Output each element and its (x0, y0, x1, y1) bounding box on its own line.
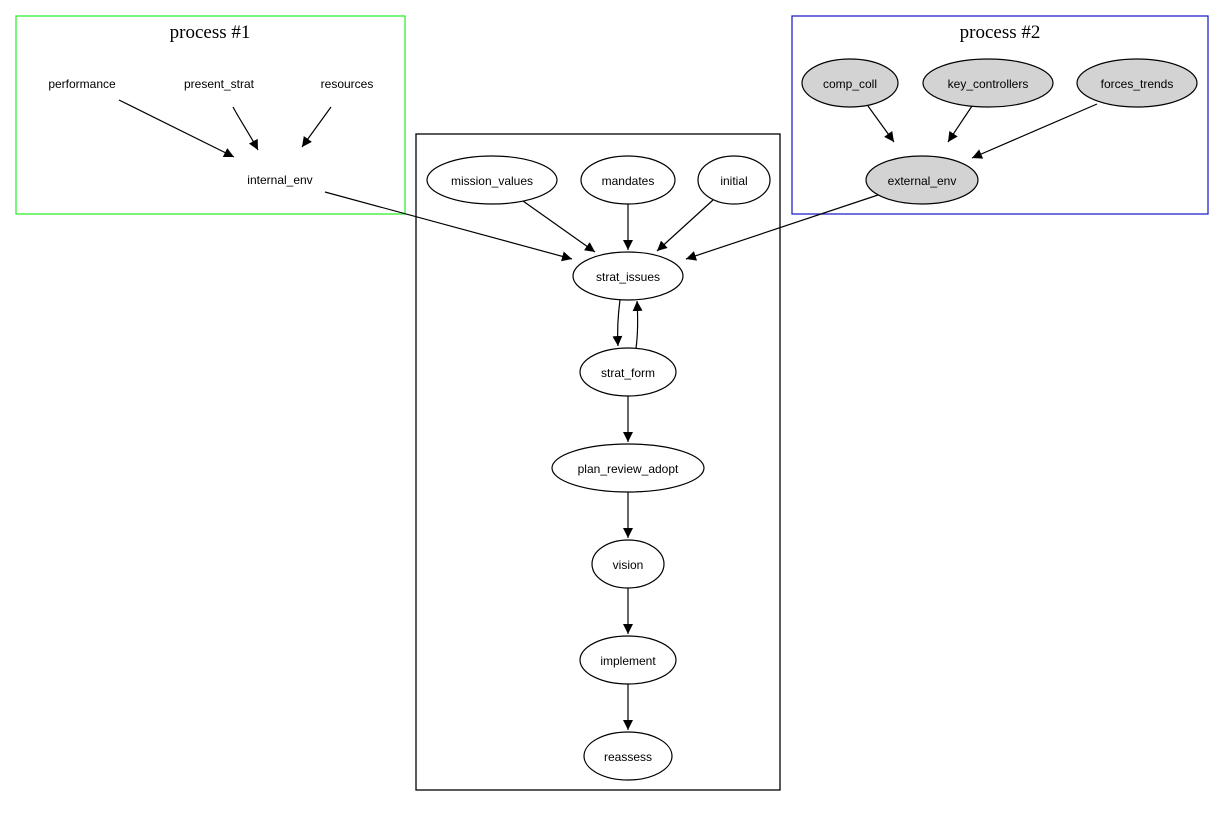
node-plan-review-adopt-label: plan_review_adopt (578, 462, 679, 476)
cluster-main-border (415, 133, 781, 791)
cluster-process-2: process #2 (791, 15, 1209, 215)
node-comp-coll[interactable]: comp_coll (801, 58, 899, 108)
node-vision-label: vision (613, 558, 644, 572)
node-internal-env[interactable]: internal_env (247, 173, 312, 187)
cluster-process-1-border (15, 15, 406, 215)
node-forces-trends-shape (1076, 58, 1198, 108)
node-resources-label: resources (321, 77, 374, 91)
node-present-strat[interactable]: present_strat (184, 77, 255, 91)
edge-comp-coll-external-env (867, 105, 895, 143)
node-initial-shape (697, 155, 771, 205)
node-mandates-label: mandates (602, 174, 655, 188)
node-key-controllers-shape (922, 58, 1054, 108)
node-plan-review-adopt[interactable]: plan_review_adopt (551, 443, 705, 493)
edge-present-strat-internal-env (232, 106, 259, 151)
node-mandates[interactable]: mandates (580, 155, 676, 205)
edge-internal-env-strat-issues (324, 191, 573, 262)
node-mission-values-label: mission_values (451, 174, 533, 188)
node-performance[interactable]: performance (48, 77, 116, 91)
node-forces-trends[interactable]: forces_trends (1076, 58, 1198, 108)
cluster-process-2-label: process #2 (960, 22, 1041, 43)
node-mandates-shape (580, 155, 676, 205)
edge-mission-values-strat-issues (522, 200, 596, 253)
edges-layer (118, 99, 1098, 730)
node-comp-coll-shape (801, 58, 899, 108)
node-external-env-shape (865, 155, 979, 205)
cluster-process-1-label: process #1 (170, 22, 251, 43)
node-strat-form[interactable]: strat_form (579, 347, 677, 397)
node-reassess[interactable]: reassess (583, 731, 673, 781)
edge-external-env-strat-issues (685, 194, 879, 261)
node-present-strat-label: present_strat (184, 77, 255, 91)
cluster-process-1: process #1 (15, 15, 406, 215)
edge-key-controllers-external-env (947, 105, 973, 143)
edge-forces-trends-external-env (971, 103, 1098, 159)
node-forces-trends-label: forces_trends (1101, 77, 1174, 91)
edge-resources-internal-env (301, 106, 332, 148)
cluster-process-2-border (791, 15, 1209, 215)
node-strat-issues-shape (572, 251, 684, 301)
node-performance-label: performance (48, 77, 116, 91)
edge-initial-strat-issues (656, 199, 714, 252)
node-key-controllers[interactable]: key_controllers (922, 58, 1054, 108)
node-implement-label: implement (600, 654, 656, 668)
node-initial[interactable]: initial (697, 155, 771, 205)
edge-performance-internal-env (118, 99, 235, 158)
edge-strat-form-strat-issues (632, 300, 643, 349)
node-resources[interactable]: resources (321, 77, 374, 91)
node-initial-label: initial (720, 174, 747, 188)
node-key-controllers-label: key_controllers (948, 77, 1029, 91)
node-strat-issues-label: strat_issues (596, 270, 660, 284)
node-implement[interactable]: implement (579, 635, 677, 685)
node-vision[interactable]: vision (591, 539, 665, 589)
node-mission-values[interactable]: mission_values (426, 155, 558, 205)
node-strat-issues[interactable]: strat_issues (572, 251, 684, 301)
node-strat-form-label: strat_form (601, 366, 655, 380)
node-external-env[interactable]: external_env (865, 155, 979, 205)
node-internal-env-label: internal_env (247, 173, 312, 187)
node-implement-shape (579, 635, 677, 685)
node-reassess-shape (583, 731, 673, 781)
node-external-env-label: external_env (888, 174, 957, 188)
node-vision-shape (591, 539, 665, 589)
node-reassess-label: reassess (604, 750, 652, 764)
node-plan-review-adopt-shape (551, 443, 705, 493)
node-mission-values-shape (426, 155, 558, 205)
node-comp-coll-label: comp_coll (823, 77, 877, 91)
cluster-main (415, 133, 781, 791)
node-strat-form-shape (579, 347, 677, 397)
edge-strat-issues-strat-form (612, 299, 623, 347)
